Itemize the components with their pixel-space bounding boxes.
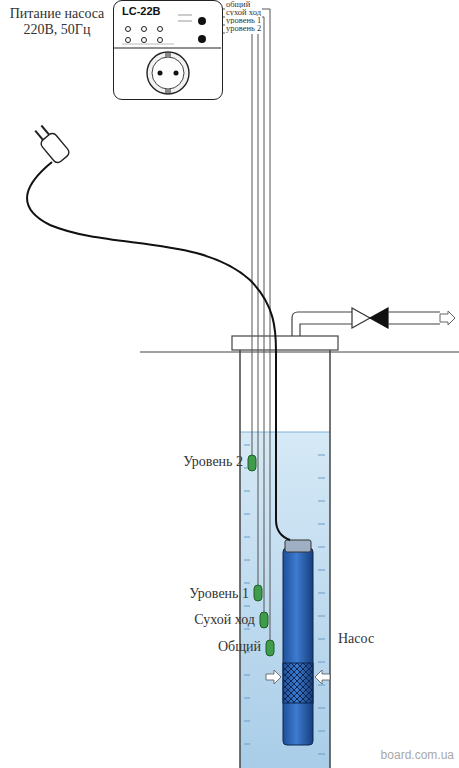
watermark: board.com.ua: [381, 749, 454, 763]
water-surface: [240, 432, 330, 433]
flow-arrow: [440, 311, 455, 325]
well-water: [240, 432, 330, 768]
wire-name: уровень 2: [225, 24, 262, 34]
ground-line: [140, 351, 459, 352]
power-cable: [27, 162, 290, 540]
intake-arrow: [315, 670, 330, 684]
power-note: Питание насоса 220В, 50Гц: [3, 6, 111, 38]
pump-intake: [283, 663, 313, 703]
sensor-wires: [222, 9, 270, 640]
controller-device: LC-22B: [113, 0, 223, 100]
well-cap: [232, 336, 338, 350]
level-label: Сухой ход: [194, 612, 255, 628]
device-model: LC-22B: [120, 5, 163, 17]
casing-wall: [329, 350, 331, 768]
intake-arrow: [266, 670, 281, 684]
pump-label: Насос: [338, 631, 374, 647]
valve: [352, 308, 370, 328]
level-label: Общий: [218, 639, 261, 655]
pump-head: [285, 540, 311, 552]
casing-wall: [239, 350, 241, 768]
level-label: Уровень 1: [189, 586, 249, 602]
outlet-pipe: [292, 312, 352, 336]
water-marks: [244, 445, 325, 754]
outlet-pipe: [388, 312, 440, 324]
level-label: Уровень 2: [183, 454, 243, 470]
power-plug: [31, 122, 71, 164]
pump-body: [283, 548, 313, 745]
check-valve: [370, 308, 388, 328]
